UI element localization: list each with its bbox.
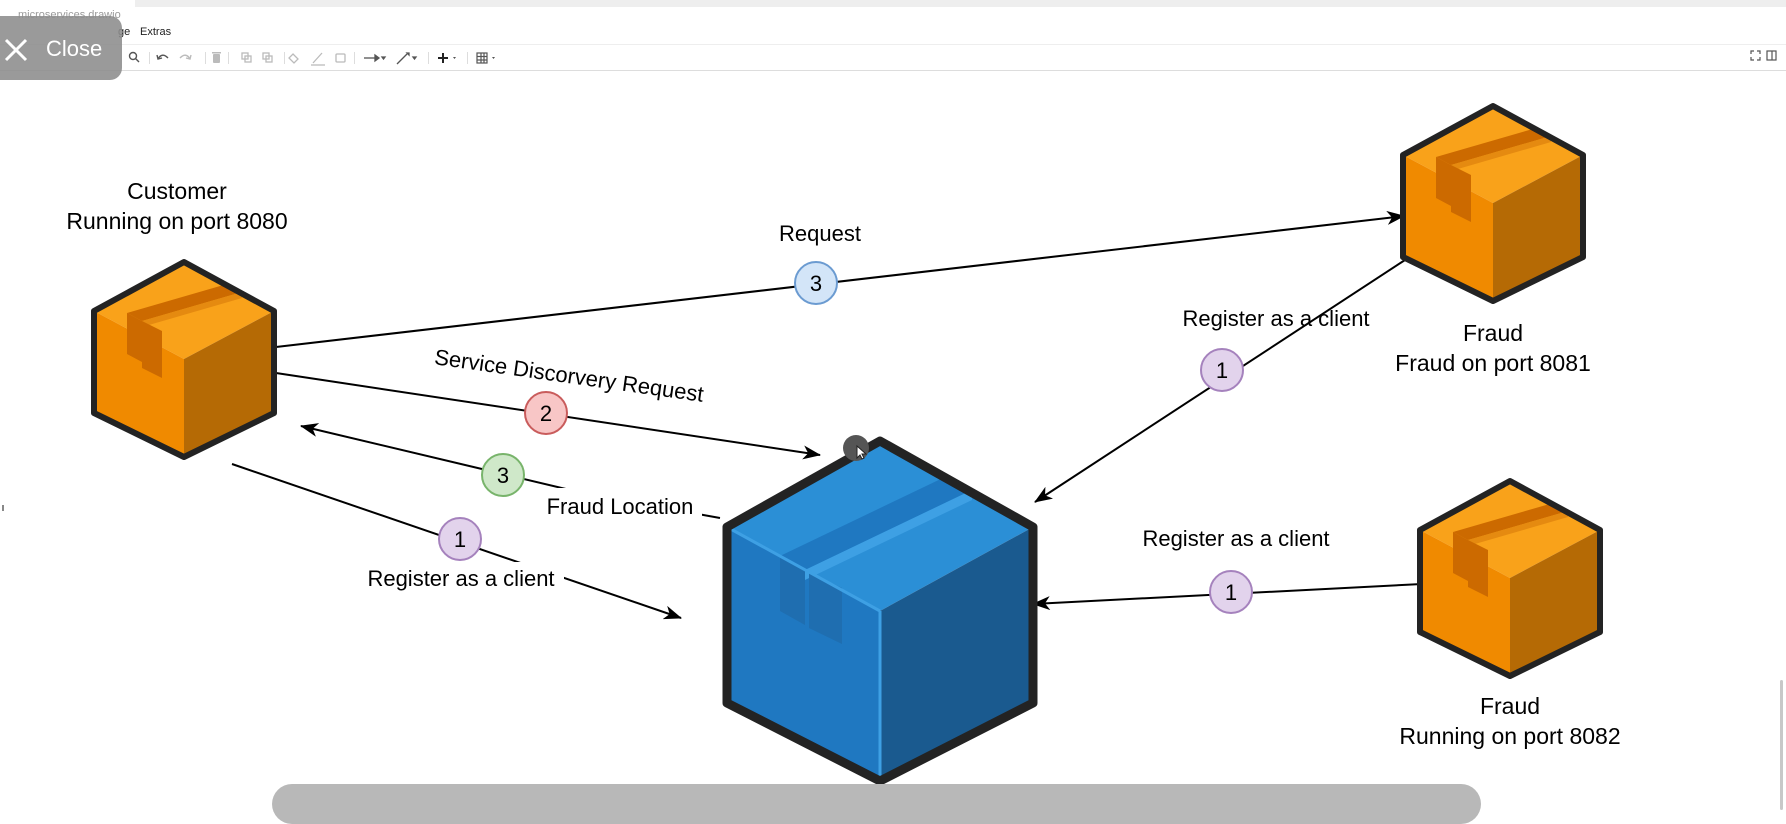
- customer-label-port: Running on port 8080: [66, 208, 287, 234]
- badge-discovery-step[interactable]: 2: [524, 391, 568, 435]
- badge-fraud1-register-step[interactable]: 1: [1200, 348, 1244, 392]
- redo-icon[interactable]: [179, 54, 192, 60]
- fullscreen-icon[interactable]: [1750, 50, 1761, 61]
- waypoints-icon[interactable]: [396, 52, 418, 65]
- connection-handle[interactable]: [843, 435, 869, 461]
- badge-location-number: 3: [497, 463, 509, 488]
- format-panel-icon[interactable]: [1766, 50, 1777, 61]
- top-strip-bar: [135, 0, 1786, 7]
- delete-icon[interactable]: [212, 52, 221, 63]
- fraud1-label-port: Fraud on port 8081: [1395, 350, 1591, 376]
- edge-customer-register-label: Register as a client: [367, 566, 554, 591]
- pointer-cursor-icon: [856, 444, 868, 460]
- toolbar-separator: [467, 52, 468, 64]
- close-label: Close: [46, 36, 103, 61]
- insert-icon[interactable]: [438, 53, 456, 63]
- edge-fraud1-register-label: Register as a client: [1182, 306, 1369, 331]
- fraud2-label-port: Running on port 8082: [1399, 723, 1620, 749]
- edge-request-label: Request: [779, 221, 861, 246]
- edge-discovery-label: Service Discorvery Request: [433, 344, 705, 407]
- fraud-service-8082-node[interactable]: [1417, 478, 1603, 679]
- table-icon[interactable]: [476, 52, 495, 64]
- left-edge-marker: [2, 505, 4, 511]
- shadow-icon[interactable]: [335, 53, 346, 63]
- vertical-scrollbar[interactable]: [1780, 680, 1783, 810]
- toolbar-separator: [205, 52, 206, 64]
- badge-request-step[interactable]: 3: [794, 261, 838, 305]
- edge-customer-register-label-bg: [358, 562, 564, 592]
- search-icon[interactable]: [128, 51, 140, 63]
- badge-discovery-number: 2: [540, 401, 552, 426]
- badge-request-number: 3: [810, 271, 822, 296]
- close-icon: [4, 38, 28, 62]
- to-front-icon[interactable]: [241, 52, 252, 63]
- customer-label-title: Customer: [127, 178, 227, 204]
- service-registry-node[interactable]: [722, 436, 1038, 786]
- fraud1-label-title: Fraud: [1463, 320, 1523, 346]
- line-color-icon[interactable]: [311, 52, 325, 66]
- fill-color-icon[interactable]: [288, 53, 299, 64]
- menu-item-extras[interactable]: Extras: [140, 26, 172, 38]
- close-button[interactable]: Close: [0, 16, 122, 80]
- connection-icon[interactable]: [364, 53, 387, 63]
- edge-request[interactable]: [275, 211, 1405, 348]
- undo-icon[interactable]: [156, 54, 169, 60]
- edge-location-label: Fraud Location: [547, 494, 694, 519]
- fraud-service-8081-node[interactable]: [1400, 103, 1586, 304]
- badge-location-step[interactable]: 3: [481, 453, 525, 497]
- toolbar-separator: [428, 52, 429, 64]
- toolbar-separator: [284, 52, 285, 64]
- badge-fraud2-register-step[interactable]: 1: [1209, 570, 1253, 614]
- toolbar-separator: [149, 52, 150, 64]
- horizontal-scrollbar[interactable]: [272, 784, 1481, 824]
- toolbar: [0, 45, 1786, 71]
- to-back-icon[interactable]: [262, 52, 273, 63]
- toolbar-separator: [354, 52, 355, 64]
- badge-fraud2-register-number: 1: [1225, 580, 1237, 605]
- fraud2-label-title: Fraud: [1480, 693, 1540, 719]
- badge-customer-register-number: 1: [454, 527, 466, 552]
- edge-location-label-bg: [536, 488, 702, 518]
- customer-service-node[interactable]: [91, 259, 277, 460]
- edge-fraud2-register-label: Register as a client: [1142, 526, 1329, 551]
- toolbar-separator: [228, 52, 229, 64]
- badge-customer-register-step[interactable]: 1: [438, 517, 482, 561]
- badge-fraud1-register-number: 1: [1216, 358, 1228, 383]
